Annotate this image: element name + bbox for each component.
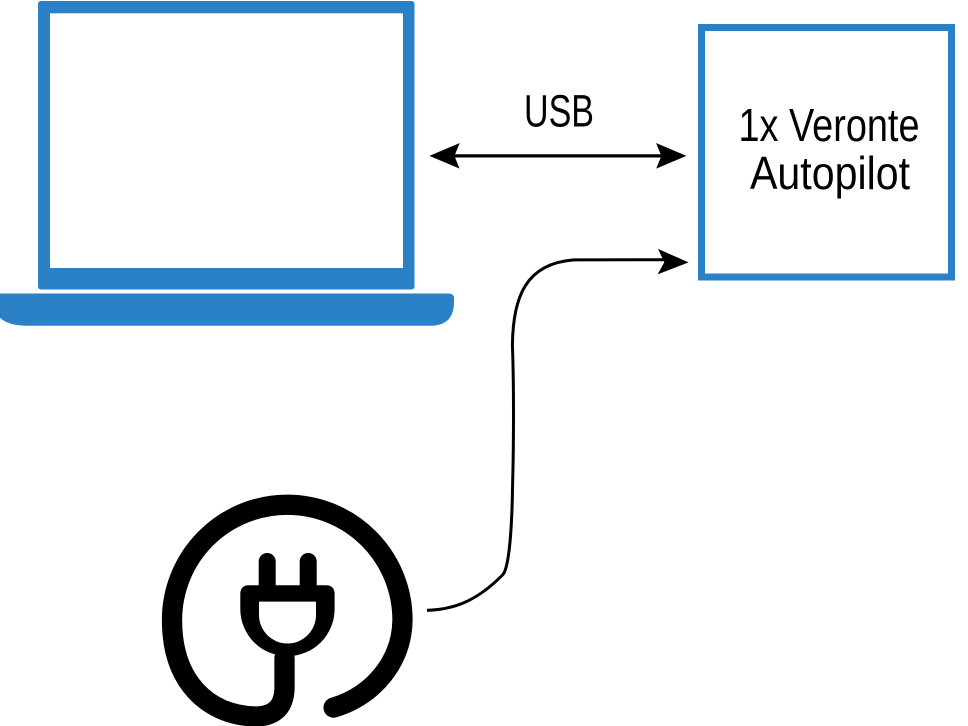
- svg-text:USB: USB: [524, 86, 594, 137]
- svg-text:Autopilot: Autopilot: [750, 147, 910, 199]
- svg-text:1x Veronte: 1x Veronte: [739, 99, 920, 151]
